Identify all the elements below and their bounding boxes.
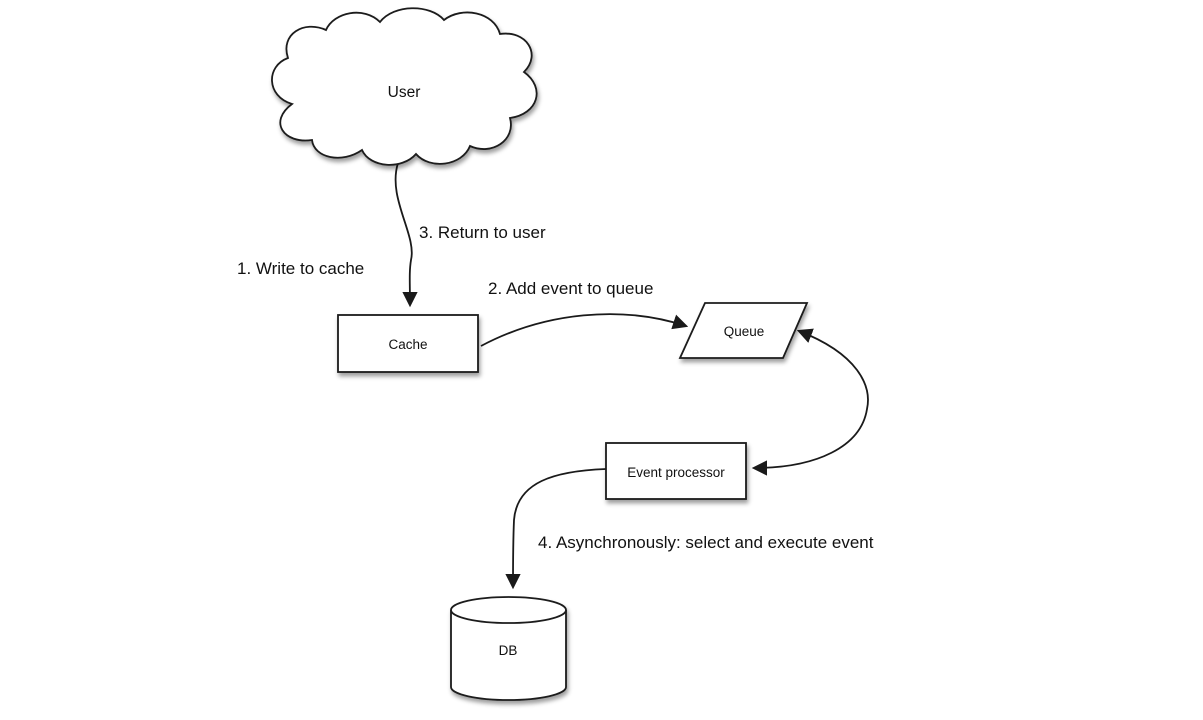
arrow-queue-event-processor-bidirectional: [751, 328, 869, 476]
edge-label-async-select-execute: 4. Asynchronously: select and execute ev…: [538, 533, 874, 552]
cache-box-label: Cache: [388, 337, 427, 352]
arrow-user-to-cache: [394, 162, 418, 308]
queue-label: Queue: [724, 324, 765, 339]
edge-label-return-to-user: 3. Return to user: [419, 223, 546, 242]
db-cylinder: [450, 596, 567, 701]
cache-box: [337, 314, 479, 373]
arrow-event-processor-to-db: [505, 468, 607, 590]
db-cylinder-label: DB: [499, 643, 518, 658]
user-cloud-label: User: [388, 84, 421, 101]
user-cloud: [271, 7, 538, 166]
event-processor-box: [605, 442, 747, 500]
edge-label-add-event-to-queue: 2. Add event to queue: [488, 279, 653, 298]
event-processor-label: Event processor: [627, 465, 725, 480]
queue-parallelogram: [678, 302, 809, 359]
edge-label-write-to-cache: 1. Write to cache: [237, 259, 364, 278]
arrow-cache-to-queue: [480, 313, 689, 347]
